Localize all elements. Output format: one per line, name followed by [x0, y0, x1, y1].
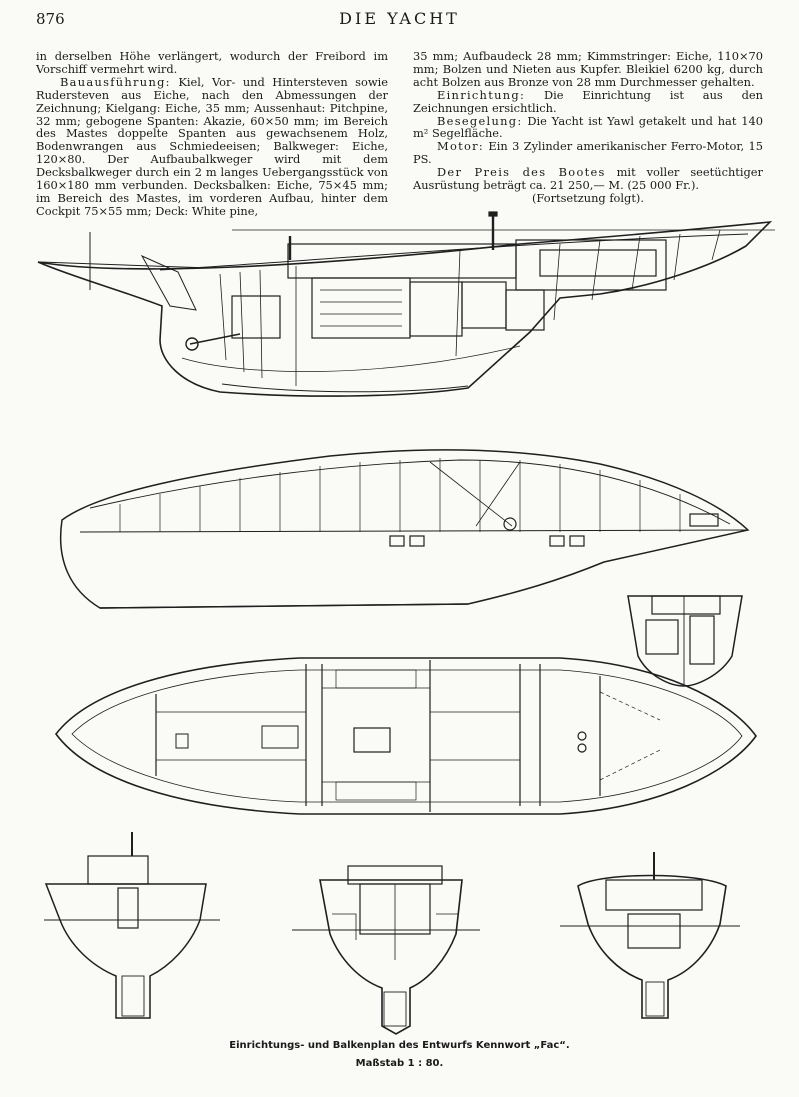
page-title: DIE YACHT [339, 9, 460, 28]
page-number: 876 [36, 10, 65, 28]
paragraph-body: Ein 3 Zylinder amerikanischer Ferro-Moto… [413, 139, 763, 167]
paragraph: 35 mm; Aufbaudeck 28 mm; Kimmstringer: E… [413, 49, 763, 89]
continuation-note: (Fortsetzung folgt). [531, 190, 644, 205]
paragraph-lead: Besegelung: [437, 113, 523, 128]
cross-section-mid-drawing [292, 865, 480, 1035]
paragraph-lead: Motor: [437, 139, 485, 154]
paragraph-besegelung: Besegelung: Die Yacht ist Yawl getakelt … [413, 113, 763, 141]
paragraph-body: Kiel, Vor- und Hintersteven sowie Ruders… [36, 74, 388, 218]
midship-section-drawing [627, 595, 743, 687]
drawing-scale: Maßstab 1 : 80. [355, 1058, 444, 1069]
paragraph-einrichtung: Einrichtung: Die Einrichtung ist aus den… [413, 87, 763, 115]
paragraph-body: Die Yacht ist Yawl getakelt und hat 140 … [413, 113, 763, 141]
profile-section-drawing [37, 211, 775, 397]
paragraph-body: mit voller seetüchtiger Ausrüstung beträ… [413, 165, 763, 193]
text-column-left: in derselben Höhe verlängert, wodurch de… [36, 50, 388, 218]
paragraph-body: Die Einrichtung ist aus den Zeichnungen … [413, 87, 763, 115]
paragraph-motor: Motor: Ein 3 Zylinder amerikanischer Fer… [413, 140, 763, 166]
drawing-caption: Einrichtungs- und Balkenplan des Entwurf… [229, 1040, 570, 1051]
deck-beam-plan-drawing [59, 449, 750, 609]
paragraph-bauausfuehrung: Bauausführung: Kiel, Vor- und Hinterstev… [36, 74, 388, 218]
cross-section-aft-drawing [44, 832, 220, 1019]
cross-section-fwd-drawing [560, 852, 740, 1019]
paragraph-lead: Einrichtung: [437, 87, 526, 102]
paragraph-lead: Bauausführung: [60, 74, 171, 89]
text-column-right: 35 mm; Aufbaudeck 28 mm; Kimmstringer: E… [413, 50, 763, 205]
paragraph-preis: Der Preis des Bootes mit voller seetücht… [413, 166, 763, 192]
accommodation-plan-drawing [54, 657, 757, 815]
paragraph-lead: Der Preis des Bootes [437, 165, 606, 180]
paragraph: in derselben Höhe verlängert, wodurch de… [36, 49, 388, 76]
